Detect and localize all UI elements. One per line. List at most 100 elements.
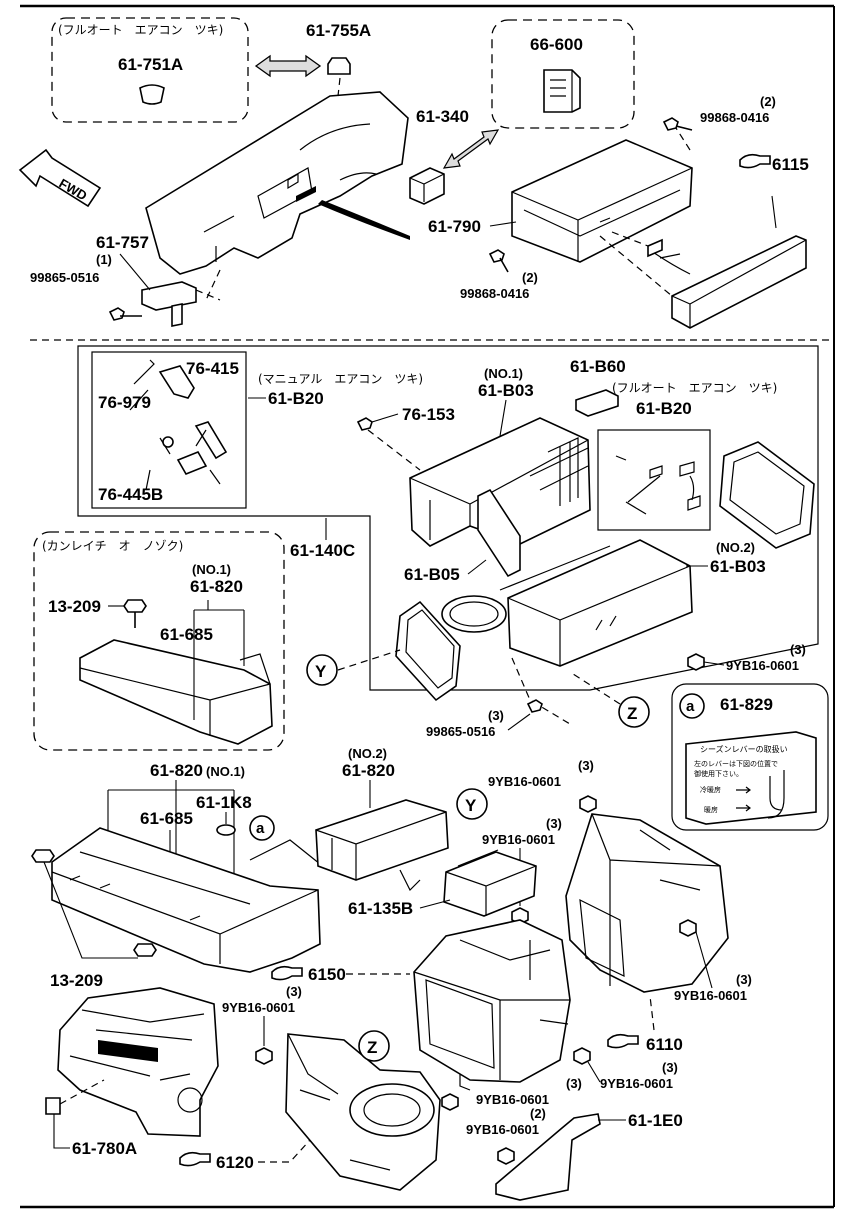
- screw-icon: [662, 117, 693, 131]
- double-arrow-icon: [254, 54, 322, 78]
- mark-a-1: [679, 693, 705, 719]
- screw-3-icon: [488, 249, 509, 273]
- module-detail: [550, 70, 573, 112]
- panel-part: [671, 235, 807, 329]
- ref-hand-6115-icon: [739, 153, 771, 169]
- placard-arrow-2-icon: [736, 804, 751, 812]
- auto-link-part: [615, 455, 701, 515]
- label-9YB16-f: 9YB16-0601: [600, 1076, 673, 1091]
- nut-e-icon: [255, 1047, 273, 1065]
- leader-9YB16-d: [695, 931, 713, 989]
- screw-2-icon: [108, 307, 142, 321]
- qty-9YB16-f: (3): [286, 984, 302, 999]
- placard-line2: 御使用下さい。: [694, 769, 743, 778]
- qty-9YB16-h: (2): [530, 1106, 546, 1121]
- ref-6115: 6115: [772, 155, 809, 174]
- no1-61-820-a: (NO.1): [192, 562, 231, 577]
- bolt-13-209-b2-icon: [133, 943, 157, 957]
- label-61-B20-a: 61-B20: [268, 389, 324, 408]
- label-61-140C: 61-140C: [290, 541, 355, 560]
- leader-76-153: [371, 413, 399, 423]
- cold-zone-group-box: [33, 531, 285, 751]
- bolt-13-209-icon: [123, 599, 147, 628]
- leader-61-820-a: [193, 600, 245, 720]
- label-9YB16-d: 9YB16-0601: [674, 988, 747, 1003]
- nut-g-icon: [441, 1093, 459, 1111]
- duct-cold-detail: [79, 653, 271, 736]
- case-part: [511, 139, 693, 263]
- mark-y-2: [456, 788, 488, 820]
- dashed-6110: [649, 995, 655, 1031]
- sensor-cap-part: [139, 84, 165, 105]
- label-61-755A: 61-755A: [306, 21, 371, 40]
- bracket-1E0-part: [495, 1113, 601, 1201]
- leader-13-209-b: [43, 861, 138, 959]
- label-61-751A: 61-751A: [118, 55, 183, 74]
- leader-6115: [771, 195, 777, 229]
- auto-link-box: [597, 429, 711, 531]
- label-9YB16-a: 9YB16-0601: [726, 658, 799, 673]
- full-auto-group-label: (フルオート エアコン ツキ): [58, 23, 223, 37]
- section-outline: [77, 345, 819, 691]
- leader-99865-mid: [507, 713, 531, 731]
- evaporator-detail: [579, 813, 721, 986]
- blower-fan-part: [349, 1083, 435, 1137]
- leader-61-B03-a: [499, 399, 507, 437]
- label-61-340: 61-340: [416, 107, 469, 126]
- cold-zone-label: (カンレイチ オ ノゾク): [42, 539, 183, 553]
- qty-61-757: (1): [96, 252, 112, 267]
- label-76-415: 76-415: [186, 359, 239, 378]
- label-76-979: 76-979: [98, 393, 151, 412]
- fwd-arrow-icon: [18, 148, 102, 208]
- nut-b-icon: [579, 795, 597, 813]
- mark-y-2-text: Y: [465, 796, 477, 815]
- cover-135B-detail: [445, 849, 537, 916]
- label-61-790: 61-790: [428, 217, 481, 236]
- duct-no2-detail: [499, 545, 691, 666]
- qty-99868-top: (2): [760, 94, 776, 109]
- nut-c-icon: [511, 907, 529, 925]
- mark-a-2: [249, 815, 275, 841]
- label-66-600: 66-600: [530, 35, 583, 54]
- placard-lever-icon: [767, 770, 785, 819]
- evaporator-part: [565, 813, 729, 993]
- screw-76-153-icon: [356, 417, 373, 431]
- vehicle-grill: [98, 1040, 158, 1062]
- bolt-13-209-b1-icon: [31, 849, 55, 863]
- module-part: [543, 69, 581, 113]
- placard-title: シーズンレバーの取扱い: [700, 744, 788, 754]
- duct-820-no1-part: [51, 827, 321, 973]
- label-9YB16-e: 9YB16-0601: [222, 1000, 295, 1015]
- screw-99865-icon: [526, 699, 543, 713]
- label-61-B20-b: 61-B20: [636, 399, 692, 418]
- placard-row1: 冷暖房: [700, 785, 721, 794]
- gasket-left-part: [395, 600, 461, 702]
- actuator-part: [575, 389, 619, 417]
- mark-z-1: [618, 696, 650, 728]
- label-61-1K8: 61-1K8: [196, 793, 252, 812]
- nut-f-icon: [573, 1047, 591, 1065]
- nut-d-icon: [679, 919, 697, 937]
- qty-9YB16-b: (3): [578, 758, 594, 773]
- sensor-780A-part: [45, 1097, 61, 1115]
- blower-fan-inner: [363, 1093, 421, 1127]
- nut-a-icon: [687, 653, 705, 671]
- no2-61-820-b: (NO.2): [348, 746, 387, 761]
- dashed-y-1: [337, 649, 401, 671]
- sensor-part: [327, 57, 351, 75]
- placard-group-box: [671, 683, 829, 831]
- label-99868-0416-bot: 99868-0416: [460, 286, 529, 301]
- label-9YB16-g: 9YB16-0601: [476, 1092, 549, 1107]
- pointer-curve: [318, 200, 410, 240]
- qty-9YB16-e: (3): [736, 972, 752, 987]
- bracket-part: [141, 281, 197, 311]
- label-61-820-a: 61-820: [190, 577, 243, 596]
- ref-hand-6110-icon: [607, 1033, 639, 1049]
- switch-detail: [409, 173, 445, 202]
- no2-61-B03: (NO.2): [716, 540, 755, 555]
- qty-9YB16-d: (3): [546, 816, 562, 831]
- label-61-820-c: 61-820: [342, 761, 395, 780]
- label-61-685-a: 61-685: [160, 625, 213, 644]
- label-99865-0516-top: 99865-0516: [30, 270, 99, 285]
- mark-y-1-text: Y: [315, 662, 327, 681]
